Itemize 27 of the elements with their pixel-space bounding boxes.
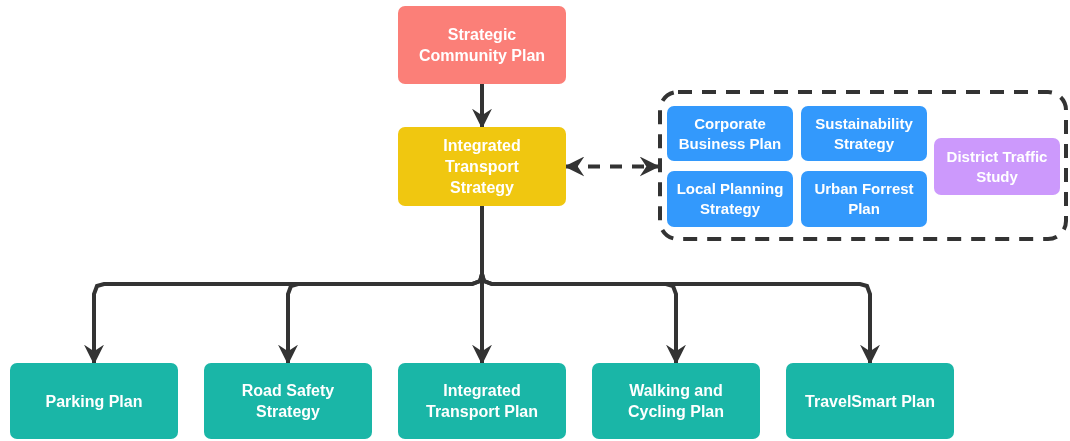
box-label: Walking and Cycling Plan (627, 381, 725, 422)
arrow (564, 156, 660, 177)
process-box (667, 171, 793, 227)
box-label: Sustainability Strategy (814, 113, 914, 154)
box-label: District Traffic Study (945, 146, 1049, 187)
process-box (786, 363, 954, 439)
arrow (480, 206, 880, 365)
box-label: Integrated Transport Strategy (442, 136, 522, 198)
process-box (398, 6, 566, 84)
box-label: TravelSmart Plan (804, 391, 936, 412)
box-label: Integrated Transport Plan (425, 381, 539, 422)
process-box (592, 363, 760, 439)
process-box (801, 171, 927, 227)
process-box (934, 138, 1060, 195)
process-box (398, 363, 566, 439)
arrow (472, 84, 492, 129)
process-box (10, 363, 178, 439)
box-label: Road Safety Strategy (240, 381, 336, 422)
process-box (204, 363, 372, 439)
process-box (398, 127, 566, 206)
process-box (667, 106, 793, 161)
box-label: Parking Plan (44, 391, 144, 412)
process-box (801, 106, 927, 161)
box-label: Urban Forrest Plan (813, 179, 915, 219)
box-label: Local Planning Strategy (675, 179, 785, 219)
box-label: Strategic Community Plan (417, 25, 547, 66)
box-label: Corporate Business Plan (677, 113, 783, 154)
